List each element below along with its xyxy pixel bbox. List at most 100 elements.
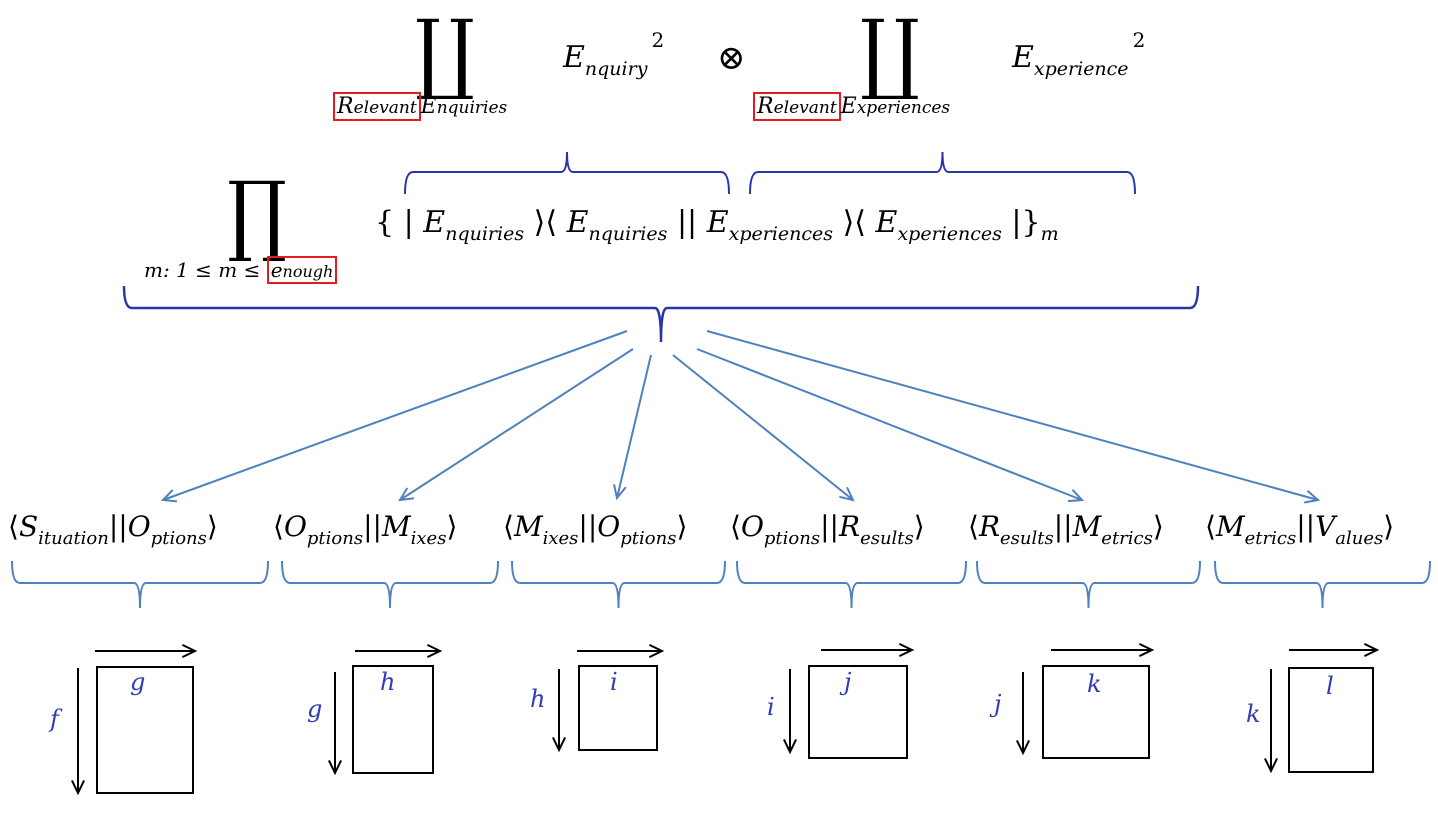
ket-bar: | [687,205,698,240]
bra-base: E [875,205,898,240]
hub-arrow-head [160,489,178,503]
bra-ket-brace [511,560,726,609]
ket-sub: xperiences [728,223,834,245]
bra-ket-pair: ⟨Metrics||Values⟩ [1205,510,1394,549]
relevant-highlight-box: Relevant [333,92,421,121]
term-sup: 2 [651,28,665,52]
ket-close: ⟩ [533,205,546,240]
matrix-row-arrow-head [1016,739,1030,756]
bra-base: E [566,205,589,240]
term-sup: 2 [1132,28,1146,52]
matrix-row-label: h [530,685,546,713]
ket-close: ⟩ [1152,510,1164,543]
bra-ket-pair: ⟨Options||Mixes⟩ [273,510,457,549]
bra-open: ⟨ [545,205,558,240]
matrix-row-arrow-head [1264,757,1278,774]
bra-base: R [978,510,1001,543]
bra-open: ⟨ [968,510,979,543]
hub-arrow [399,348,634,501]
bra-ket-brace [736,560,967,609]
limit-base: R [757,94,774,119]
bra-open: ⟨ [503,510,514,543]
matrix-box [96,666,194,794]
bra-sub: etrics [1244,528,1297,549]
hub-arrow-head [398,487,415,502]
enquiries-group-brace [404,151,730,195]
limit-sub: nquiries [436,98,508,118]
ket-base: M [381,510,411,543]
enough-highlight-box: enough [266,256,338,284]
matrix-column-arrow-head [648,644,665,658]
bra-sub: ixes [542,528,579,549]
bra-base: S [18,510,39,543]
matrix-box [808,665,908,759]
bra-ket-pair: ⟨Results||Metrics⟩ [968,510,1164,549]
ket-base: M [1072,510,1102,543]
bra-base: O [283,510,307,543]
term-base: E [563,40,585,75]
bra-ket-separator: || [363,510,382,543]
limit-base: R [337,94,354,119]
relevant-highlight-box: Relevant [753,92,841,121]
matrix-col-label: h [380,668,396,696]
product-group-brace [122,285,1200,343]
bra-base: O [740,510,764,543]
matrix-row-arrow-head [71,779,85,796]
limit-sub: nough [282,262,334,281]
bra-sub: nquiries [588,223,668,245]
bra-ket-separator: || [1296,510,1316,543]
enquiry-squared-term: Enquiry2 [563,28,664,80]
left-coproduct-symbol: ∐ [415,0,475,103]
ket-base: V [1315,510,1336,543]
bra-open: ⟨ [1205,510,1216,543]
bra-sub: ptions [763,528,821,549]
matrix-box [1288,667,1374,773]
bra-ket-separator: || [820,510,839,543]
hub-arrow [696,348,1083,501]
open-brace: { [375,205,395,240]
matrix-row-label: i [767,693,775,721]
matrix-col-label: i [610,668,618,696]
limit-base: e [270,258,283,282]
matrix-row-label: k [1246,700,1261,728]
hub-arrow [706,330,1319,501]
matrix-row-arrow-head [552,736,566,753]
bra-ket-separator: || [578,510,598,543]
matrix-col-label: k [1087,670,1102,698]
matrix-col-label: l [1326,672,1334,700]
matrix-column-arrow-head [181,644,198,658]
bra-ket-separator: || [1053,510,1073,543]
matrix-col-label: g [130,668,146,696]
hub-arrow [616,354,652,499]
density-operator-expression: { | Enquiries ⟩⟨ Enquiries || Experience… [375,205,1059,245]
limit-sub: elevant [773,98,837,118]
close-brace: } [1021,205,1041,240]
matrix-column-arrow-head [898,643,915,657]
matrix-box [352,665,434,774]
ket-sub: etrics [1101,528,1153,549]
bra-sub: xperiences [897,223,1002,245]
product-limit: m: 1 ≤ m ≤ enough [144,256,338,284]
bra-ket-brace [281,560,499,609]
bra-open: ⟨ [730,510,741,543]
term-sub: xperience [1033,58,1129,80]
matrix-row-label: f [50,705,59,733]
matrix-row-label: j [994,690,1002,718]
bra-bar: | [676,205,688,240]
matrix-row-arrow-head [783,738,797,755]
bra-open: ⟨ [8,510,19,543]
bra-ket-brace [1214,560,1431,609]
ket-base: R [838,510,861,543]
ket-close: ⟩ [206,510,218,543]
matrix-box [1042,665,1150,759]
hub-arrow [162,330,628,501]
matrix-box [578,665,658,751]
ket-close: ⟩ [676,510,688,543]
bra-base: M [1215,510,1245,543]
matrix-col-label: j [844,668,852,696]
ket-sub: ptions [150,528,207,549]
limit-sub: xperiences [856,98,951,118]
ket-sub: alues [1335,528,1384,549]
ket-base: O [127,510,151,543]
